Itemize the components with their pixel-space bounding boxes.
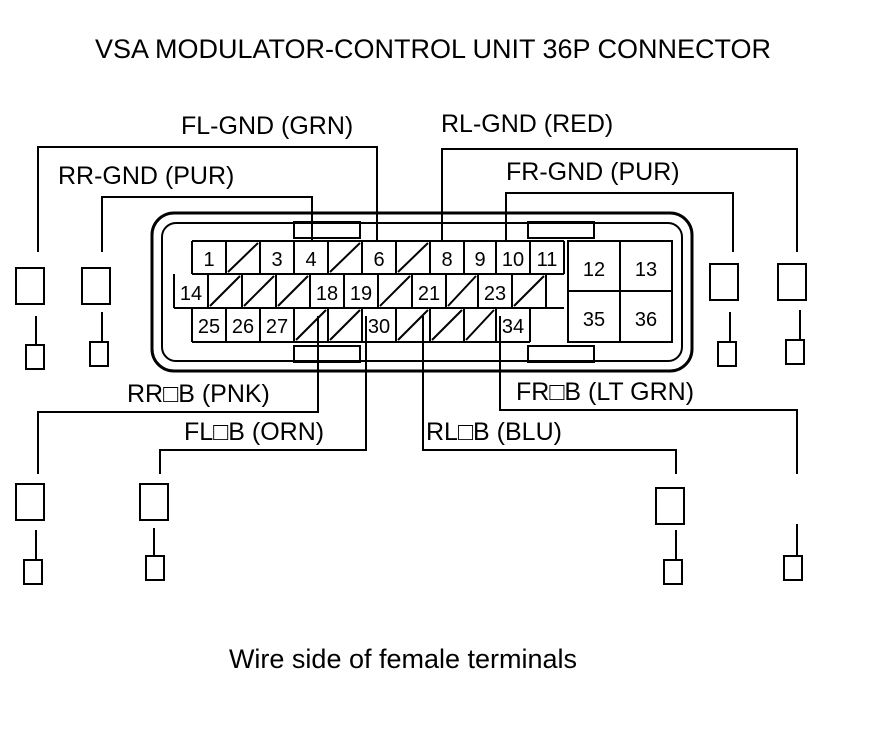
pin-13: 13 — [635, 259, 657, 281]
label-rl-gnd: RL-GND (RED) — [441, 110, 613, 138]
pin-4: 4 — [305, 249, 316, 271]
label-rl-b: RL□B (BLU) — [426, 418, 562, 446]
terminal-grid — [173, 240, 673, 343]
label-fl-b: FL□B (ORN) — [184, 418, 324, 446]
pin-19: 19 — [350, 283, 372, 305]
pin-3: 3 — [271, 249, 282, 271]
pin-35: 35 — [583, 309, 605, 331]
leader-lines — [37, 146, 798, 474]
pin-numbers: 1 3 4 6 8 9 10 11 14 18 19 21 23 25 26 2… — [180, 249, 657, 338]
pin-27: 27 — [266, 316, 288, 338]
sensor-connector-rr-side — [81, 267, 111, 305]
pin-11: 11 — [537, 249, 558, 271]
label-fr-gnd: FR-GND (PUR) — [506, 158, 680, 186]
pin-36: 36 — [635, 309, 657, 331]
pin-25: 25 — [198, 316, 220, 338]
pin-10: 10 — [502, 249, 524, 271]
sensor-connector-rl-b — [655, 487, 685, 525]
pin-6: 6 — [373, 249, 384, 271]
sensor-connector-fr-b — [783, 555, 803, 581]
pin-1: 1 — [203, 249, 214, 271]
pin-26: 26 — [232, 316, 254, 338]
pin-14: 14 — [180, 283, 202, 305]
pin-18: 18 — [316, 283, 338, 305]
pin-9: 9 — [474, 249, 485, 271]
sensor-connector-fl-b — [139, 483, 169, 521]
pin-30: 30 — [368, 316, 390, 338]
sensor-connectors-lower — [15, 483, 803, 585]
locking-tab-top-left — [293, 221, 361, 239]
diagram-title: VSA MODULATOR-CONTROL UNIT 36P CONNECTOR — [95, 34, 771, 64]
pin-34: 34 — [502, 316, 524, 338]
locking-tab-bottom-right — [527, 345, 595, 363]
pin-8: 8 — [441, 249, 452, 271]
label-rr-gnd: RR-GND (PUR) — [58, 162, 234, 190]
locking-tab-top-right — [527, 221, 595, 239]
sensor-connector-rl-side — [777, 263, 807, 301]
sensor-connector-rr-b — [15, 483, 45, 521]
sensor-connectors-upper — [15, 263, 807, 370]
pin-23: 23 — [484, 283, 506, 305]
diagram-caption: Wire side of female terminals — [229, 644, 577, 674]
pin-12: 12 — [583, 259, 605, 281]
label-fl-gnd: FL-GND (GRN) — [181, 112, 353, 140]
sensor-connector-fr-side — [709, 263, 739, 301]
empty-cavities — [209, 242, 545, 341]
locking-tab-bottom-left — [293, 345, 361, 363]
pin-21: 21 — [418, 283, 440, 305]
sensor-connector-rr-gnd-side — [15, 267, 45, 305]
label-fr-b: FR□B (LT GRN) — [516, 378, 694, 406]
label-rr-b: RR□B (PNK) — [127, 380, 270, 408]
